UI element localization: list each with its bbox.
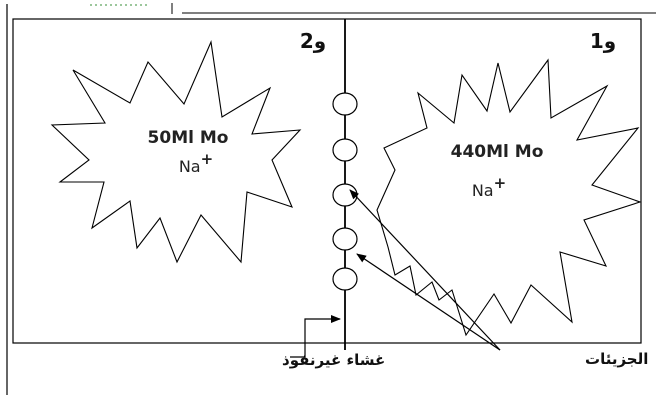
right-concentration-text: 440Ml Mo (451, 142, 544, 162)
membrane-circle (332, 183, 358, 207)
left-ion-text: Na+ (179, 150, 213, 176)
left-concentration-text: 50Ml Mo (148, 128, 229, 148)
membrane-pointer (290, 315, 341, 358)
compartment-1-label: و1 (590, 29, 616, 53)
membrane-label: غشاء غيرنفوذ (282, 351, 385, 369)
molecules-label: الجزيئات (585, 350, 648, 368)
left-ion-charge: + (201, 150, 214, 168)
right-ion-text: Na+ (472, 174, 506, 200)
membrane-circle (332, 138, 358, 162)
molecule-pointer-upper (349, 189, 501, 351)
membrane-circle (332, 267, 358, 291)
left-solution-starburst (50, 40, 302, 264)
right-ion-symbol: Na (472, 181, 494, 200)
left-ion-symbol: Na (179, 157, 201, 176)
membrane-circle (332, 92, 358, 116)
membrane-circle (332, 227, 358, 251)
compartment-2-label: و2 (300, 29, 326, 53)
right-ion-charge: + (494, 174, 507, 192)
container-box (12, 18, 642, 344)
molecule-pointer-lower (356, 253, 501, 351)
right-solution-starburst (376, 58, 642, 337)
